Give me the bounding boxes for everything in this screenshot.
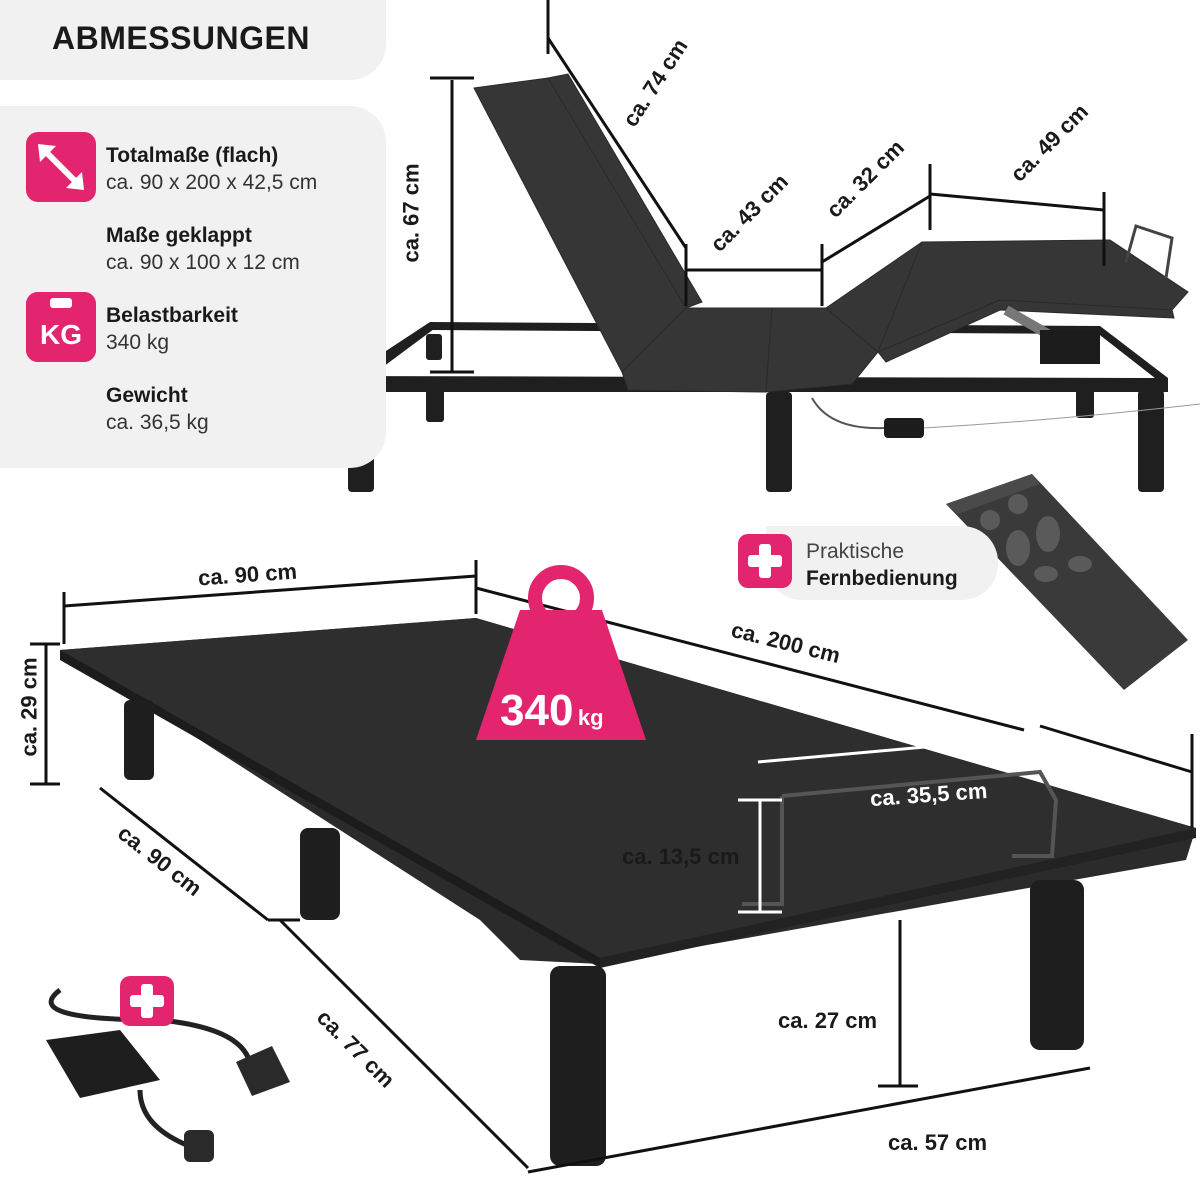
spec-label: Belastbarkeit	[106, 304, 238, 327]
remote-label-line2: Fernbedienung	[806, 567, 958, 590]
spec-total-dimensions: Totalmaße (flach) ca. 90 x 200 x 42,5 cm	[106, 142, 317, 196]
spec-label: Gewicht	[106, 384, 188, 407]
title-panel: ABMESSUNGEN	[0, 0, 386, 80]
plus-icon	[738, 534, 792, 588]
folded-bed-image	[348, 0, 1200, 492]
spec-value: ca. 90 x 200 x 42,5 cm	[106, 171, 318, 194]
plus-icon	[120, 976, 174, 1026]
remote-badge	[766, 526, 998, 600]
dim-label-13-5: ca. 13,5 cm	[622, 844, 740, 869]
kg-weight-icon: KG	[26, 292, 96, 362]
weight-badge-text: 340 kg	[500, 686, 604, 736]
page-title: ABMESSUNGEN	[52, 20, 310, 56]
weight-badge-unit: kg	[577, 705, 604, 730]
spec-value: ca. 90 x 100 x 12 cm	[106, 251, 300, 274]
weight-badge-number: 340	[500, 686, 574, 735]
spec-label: Maße geklappt	[106, 224, 252, 247]
dim-label-27: ca. 27 cm	[778, 1008, 878, 1033]
spec-load-capacity: Belastbarkeit 340 kg	[106, 302, 238, 356]
svg-text:KG: KG	[40, 319, 82, 350]
remote-label-line1: Praktische	[806, 540, 905, 563]
spec-label: Totalmaße (flach)	[106, 144, 279, 167]
dim-label-29: ca. 29 cm	[16, 657, 42, 757]
spec-value: 340 kg	[106, 331, 170, 354]
diagonal-arrow-icon	[26, 132, 96, 202]
spec-weight: Gewicht ca. 36,5 kg	[106, 382, 209, 436]
spec-value: ca. 36,5 kg	[106, 411, 209, 434]
spec-folded-dimensions: Maße geklappt ca. 90 x 100 x 12 cm	[106, 222, 300, 276]
dim-label-67: ca. 67 cm	[398, 163, 424, 263]
dim-label-57: ca. 57 cm	[888, 1130, 988, 1155]
remote-control-image	[946, 474, 1188, 690]
remote-label: Praktische Fernbedienung	[806, 538, 958, 592]
weight-badge-icon	[476, 565, 646, 740]
flat-bed-image	[30, 560, 1196, 1174]
